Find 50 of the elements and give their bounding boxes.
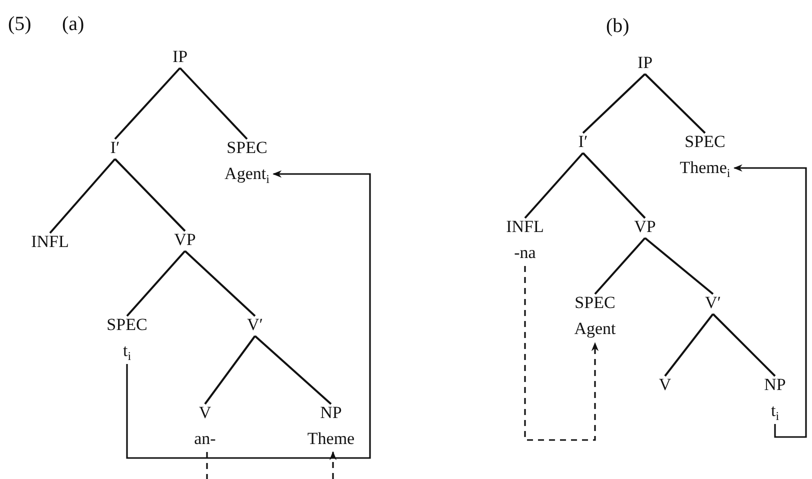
node-label: VP <box>173 227 197 253</box>
node-label: SPEC <box>106 314 148 336</box>
tree-branch <box>644 73 706 134</box>
node-label: Agent <box>573 318 617 340</box>
node-label: SPEC <box>574 292 616 314</box>
tree-branch <box>664 313 714 377</box>
node-label: t$_{i}$ <box>122 340 132 364</box>
node-label: VP <box>633 214 657 240</box>
node-label: V′ <box>246 312 264 338</box>
dashed-line <box>206 452 208 479</box>
node-label: V <box>658 372 672 398</box>
node-label: an- <box>193 428 217 450</box>
node-label: Theme$_{i}$ <box>678 157 732 181</box>
example-number: (b) <box>606 14 630 38</box>
example-number: (a) <box>62 12 84 36</box>
example-number: (5) <box>8 12 32 36</box>
node-label: Agent$_{i}$ <box>224 163 270 187</box>
tree-branch <box>582 73 646 134</box>
tree-branch <box>114 158 186 232</box>
node-label: -na <box>513 242 537 264</box>
movement-arrow <box>733 164 807 438</box>
node-label: SPEC <box>226 137 268 159</box>
node-label: V <box>198 402 212 424</box>
tree-branch <box>204 335 256 405</box>
movement-arrow <box>126 170 371 459</box>
tree-branch <box>179 67 248 140</box>
tree-branch <box>254 335 332 405</box>
tree-branch <box>712 313 776 377</box>
node-label: V′ <box>704 290 722 316</box>
tree-branch <box>184 250 256 317</box>
node-label: NP <box>763 374 787 396</box>
tree-branch <box>582 152 646 219</box>
movement-arrow <box>524 266 599 441</box>
tree-branch <box>644 237 714 295</box>
node-label: INFL <box>505 216 545 238</box>
node-label: NP <box>319 402 343 424</box>
tree-branch <box>114 67 181 140</box>
tree-branch <box>126 250 186 317</box>
node-label: INFL <box>30 229 70 255</box>
tree-branch <box>524 152 584 219</box>
node-label: IP <box>171 44 189 70</box>
tree-branch <box>594 237 646 295</box>
node-label: I′ <box>577 129 589 155</box>
node-label: Theme <box>306 428 356 450</box>
node-label: t$_{i}$ <box>770 400 780 424</box>
movement-arrow <box>329 451 337 479</box>
node-label: I′ <box>109 135 121 161</box>
tree-branch <box>49 158 116 234</box>
node-label: SPEC <box>684 131 726 153</box>
node-label: IP <box>636 50 654 76</box>
